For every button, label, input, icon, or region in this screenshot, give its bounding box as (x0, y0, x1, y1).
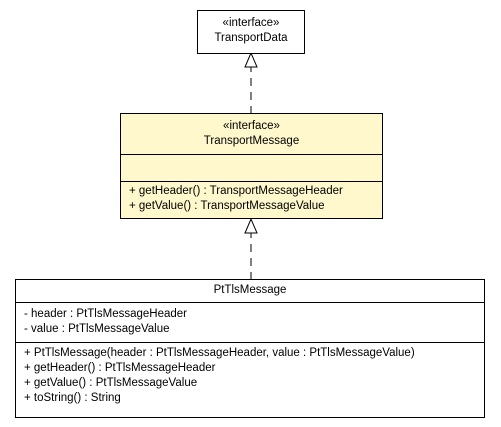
fields-compartment (121, 154, 382, 181)
class-header: PtTlsMessage (16, 280, 484, 302)
class-name: TransportMessage (203, 135, 300, 147)
class-name: TransportData (214, 32, 288, 44)
method-item: + getValue() : PtTlsMessageValue (24, 377, 198, 389)
fields-compartment: - header : PtTlsMessageHeader - value : … (16, 302, 484, 342)
method-item: + getValue() : TransportMessageValue (129, 200, 325, 212)
class-transport-data[interactable]: «interface» TransportData (197, 10, 305, 54)
class-pt-tls-message[interactable]: PtTlsMessage - header : PtTlsMessageHead… (15, 279, 485, 418)
methods-compartment: + PtTlsMessage(header : PtTlsMessageHead… (16, 342, 484, 406)
class-stereotype: «interface» (222, 17, 280, 29)
realization-transportmessage-to-transportdata (244, 51, 258, 114)
arrowhead-icon (244, 217, 258, 234)
field-item: - value : PtTlsMessageValue (24, 323, 170, 335)
method-item: + toString() : String (24, 392, 121, 404)
class-header: «interface» TransportMessage (121, 114, 382, 154)
class-transport-message[interactable]: «interface» TransportMessage + getHeader… (120, 113, 383, 219)
method-item: + getHeader() : PtTlsMessageHeader (24, 362, 216, 374)
field-item: - header : PtTlsMessageHeader (24, 308, 187, 320)
method-item: + getHeader() : TransportMessageHeader (129, 185, 343, 197)
methods-compartment: + getHeader() : TransportMessageHeader +… (121, 181, 382, 214)
method-item: + PtTlsMessage(header : PtTlsMessageHead… (24, 347, 415, 359)
class-header: «interface» TransportData (198, 11, 304, 46)
arrowhead-icon (244, 51, 258, 68)
class-stereotype: «interface» (223, 120, 280, 132)
class-name: PtTlsMessage (213, 284, 287, 296)
realization-pttlsmessage-to-transportmessage (244, 217, 258, 280)
